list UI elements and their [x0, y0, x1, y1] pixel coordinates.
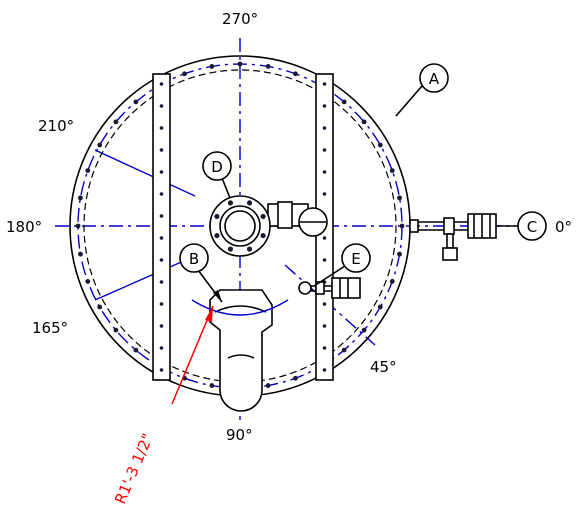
bolt-hole [389, 168, 395, 173]
bolt-hole [377, 304, 383, 310]
beam-bolt [159, 104, 164, 108]
flange-bolt [214, 232, 220, 239]
callout-c: C [517, 211, 547, 241]
beam-bolt [159, 170, 164, 174]
angle-label-165: 165° [32, 319, 68, 337]
bolt-hole [78, 195, 83, 201]
bolt-hole [377, 142, 383, 148]
beam-bolt [322, 258, 327, 262]
bolt-hole [97, 142, 103, 148]
bolt-hole [113, 119, 119, 125]
svg-text:C: C [527, 218, 537, 236]
beam-bolt [159, 280, 164, 284]
beam-bolt [159, 214, 164, 218]
manway-nozzle [209, 195, 328, 257]
beam-bolts [159, 82, 327, 372]
bolt-hole [85, 168, 91, 173]
side-piping-connection [409, 213, 497, 261]
beam-bolt [322, 148, 327, 152]
bolt-hole [361, 119, 367, 125]
bolt-hole [85, 279, 91, 284]
bolt-hole [389, 279, 395, 284]
svg-text:A: A [429, 70, 440, 88]
bolt-hole [209, 383, 215, 388]
bolt-hole [341, 347, 347, 353]
angle-label-0: 0° [555, 218, 572, 236]
flange-bolt [227, 246, 234, 252]
flange-bolt [246, 246, 253, 252]
angle-label-45: 45° [370, 358, 397, 376]
beam-bolt [322, 368, 327, 372]
callout-d: D [202, 151, 232, 181]
svg-text:D: D [211, 158, 223, 176]
beam-bolt [322, 170, 327, 174]
beam-bolt [322, 82, 327, 86]
beam-bolt [159, 148, 164, 152]
callout-b: B [179, 243, 209, 273]
bolt-hole [265, 64, 271, 69]
beam-bolt [322, 346, 327, 350]
beam-bolt [159, 324, 164, 328]
radius-dimension-text: R1'-3 1/2" [111, 431, 157, 507]
bolt-hole [97, 304, 103, 310]
bolt-hole [133, 99, 139, 105]
flange-bolt [260, 232, 266, 239]
bolt-hole [341, 99, 347, 105]
angle-label-180: 180° [6, 218, 42, 236]
bolt-hole [293, 71, 298, 77]
bolt-hole [361, 327, 367, 333]
beam-bolt [322, 324, 327, 328]
angle-label-90: 90° [226, 426, 253, 444]
beam-bolt [159, 258, 164, 262]
bottom-outlet-nozzle [191, 289, 289, 412]
beam-bolt [159, 126, 164, 130]
beam-bolt [159, 236, 164, 240]
beam-bolt [322, 192, 327, 196]
bolt-hole [397, 251, 402, 257]
beam-bolt [159, 82, 164, 86]
bolt-hole [133, 347, 139, 353]
flange-bolt [246, 200, 253, 206]
angle-label-270: 270° [222, 10, 258, 28]
beam-bolt [322, 236, 327, 240]
beam-bolt [159, 368, 164, 372]
beam-bolt [159, 346, 164, 350]
bolt-hole [293, 375, 298, 381]
callout-a: A [419, 63, 449, 93]
flange-bolt [260, 213, 266, 220]
bolt-hole [209, 64, 215, 69]
beam-bolt [322, 104, 327, 108]
flange-bolt [214, 213, 220, 220]
beam-bolt [159, 302, 164, 306]
support-beam-left [152, 73, 171, 381]
beam-bolt [322, 302, 327, 306]
bolt-hole [265, 383, 271, 388]
bolt-hole [182, 71, 187, 77]
bolt-hole [78, 251, 83, 257]
bolt-hole [399, 223, 405, 229]
bolt-hole [113, 327, 119, 333]
callout-leaders [197, 85, 518, 303]
callout-e: E [341, 243, 371, 273]
angle-label-210: 210° [38, 117, 74, 135]
svg-text:B: B [189, 250, 199, 268]
svg-text:E: E [351, 250, 360, 268]
bolt-hole [75, 223, 81, 229]
beam-bolt [322, 126, 327, 130]
bolt-hole [237, 61, 243, 67]
bolt-hole [397, 195, 402, 201]
flange-bolt [227, 200, 234, 206]
beam-bolt [159, 192, 164, 196]
